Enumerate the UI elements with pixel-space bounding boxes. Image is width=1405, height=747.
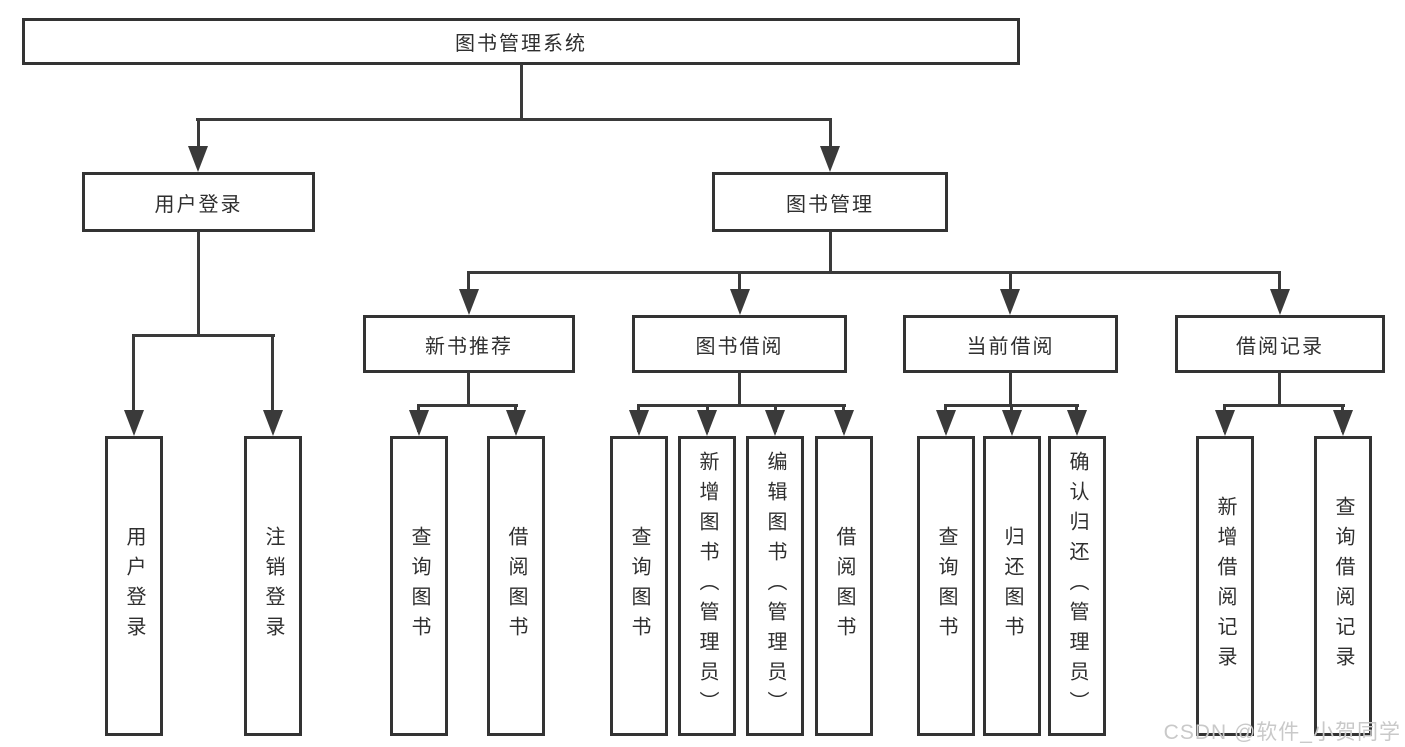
arrow-down-icon xyxy=(697,410,717,436)
arrow-down-icon xyxy=(765,410,785,436)
leaf-add-borrow-record: 新增借阅记录 xyxy=(1196,436,1254,736)
node-label: 图书管理系统 xyxy=(455,33,587,55)
leaf-borrow-books: 借阅图书 xyxy=(815,436,873,736)
leaf-add-books-admin: 新增图书（管理员） xyxy=(678,436,736,736)
connector-line xyxy=(417,404,518,407)
node-label: 新书推荐 xyxy=(425,335,513,358)
arrow-down-icon xyxy=(1215,410,1235,436)
connector-line xyxy=(1223,404,1345,407)
connector-line xyxy=(1278,372,1281,407)
connector-line xyxy=(1009,273,1012,293)
arrow-down-icon xyxy=(629,410,649,436)
node-label: 当前借阅 xyxy=(966,335,1055,358)
connector-line xyxy=(829,231,832,274)
arrow-down-icon xyxy=(820,146,840,172)
leaf-query-books-recommend: 查询图书 xyxy=(390,436,448,736)
connector-line xyxy=(271,336,274,414)
leaf-user-login: 用户登录 xyxy=(105,436,163,736)
leaf-logout: 注销登录 xyxy=(244,436,302,736)
arrow-down-icon xyxy=(1270,289,1290,315)
connector-line xyxy=(132,336,135,414)
connector-line xyxy=(1278,273,1281,293)
leaf-borrow-books-recommend: 借阅图书 xyxy=(487,436,545,736)
arrow-down-icon xyxy=(506,410,526,436)
connector-line xyxy=(1009,372,1012,407)
arrow-down-icon xyxy=(834,410,854,436)
arrow-down-icon xyxy=(1333,410,1353,436)
arrow-down-icon xyxy=(188,146,208,172)
connector-line xyxy=(944,404,1079,407)
node-current-borrow: 当前借阅 xyxy=(903,315,1118,373)
node-new-book-recommend: 新书推荐 xyxy=(363,315,575,373)
leaf-query-books-borrow: 查询图书 xyxy=(610,436,668,736)
connector-line xyxy=(829,120,832,152)
connector-line xyxy=(132,334,275,337)
csdn-watermark: CSDN @软件_小贺同学 xyxy=(1163,721,1401,744)
connector-line xyxy=(467,271,1281,274)
leaf-edit-books-admin: 编辑图书（管理员） xyxy=(746,436,804,736)
arrow-down-icon xyxy=(459,289,479,315)
node-label: 用户登录 xyxy=(154,193,243,216)
node-user-login: 用户登录 xyxy=(82,172,315,232)
leaf-confirm-return-admin: 确认归还（管理员） xyxy=(1048,436,1106,736)
leaf-query-books-current: 查询图书 xyxy=(917,436,975,736)
arrow-down-icon xyxy=(1002,410,1022,436)
node-borrow-records: 借阅记录 xyxy=(1175,315,1385,373)
leaf-return-books: 归还图书 xyxy=(983,436,1041,736)
connector-line xyxy=(197,120,200,152)
node-library-system: 图书管理系统 xyxy=(22,18,1020,65)
connector-line xyxy=(196,118,832,121)
leaf-query-borrow-record: 查询借阅记录 xyxy=(1314,436,1372,736)
node-book-borrow: 图书借阅 xyxy=(632,315,847,373)
connector-line xyxy=(467,273,470,293)
node-book-management: 图书管理 xyxy=(712,172,948,232)
arrow-down-icon xyxy=(730,289,750,315)
connector-line xyxy=(738,273,741,293)
arrow-down-icon xyxy=(1000,289,1020,315)
node-label: 借阅记录 xyxy=(1236,335,1324,358)
node-label: 图书管理 xyxy=(786,193,874,216)
connector-line xyxy=(738,372,741,407)
arrow-down-icon xyxy=(936,410,956,436)
connector-line xyxy=(467,372,470,407)
arrow-down-icon xyxy=(1067,410,1087,436)
connector-line xyxy=(520,64,523,120)
arrow-down-icon xyxy=(263,410,283,436)
connector-line xyxy=(637,404,846,407)
arrow-down-icon xyxy=(124,410,144,436)
connector-line xyxy=(197,231,200,337)
node-label: 图书借阅 xyxy=(695,335,784,358)
arrow-down-icon xyxy=(409,410,429,436)
